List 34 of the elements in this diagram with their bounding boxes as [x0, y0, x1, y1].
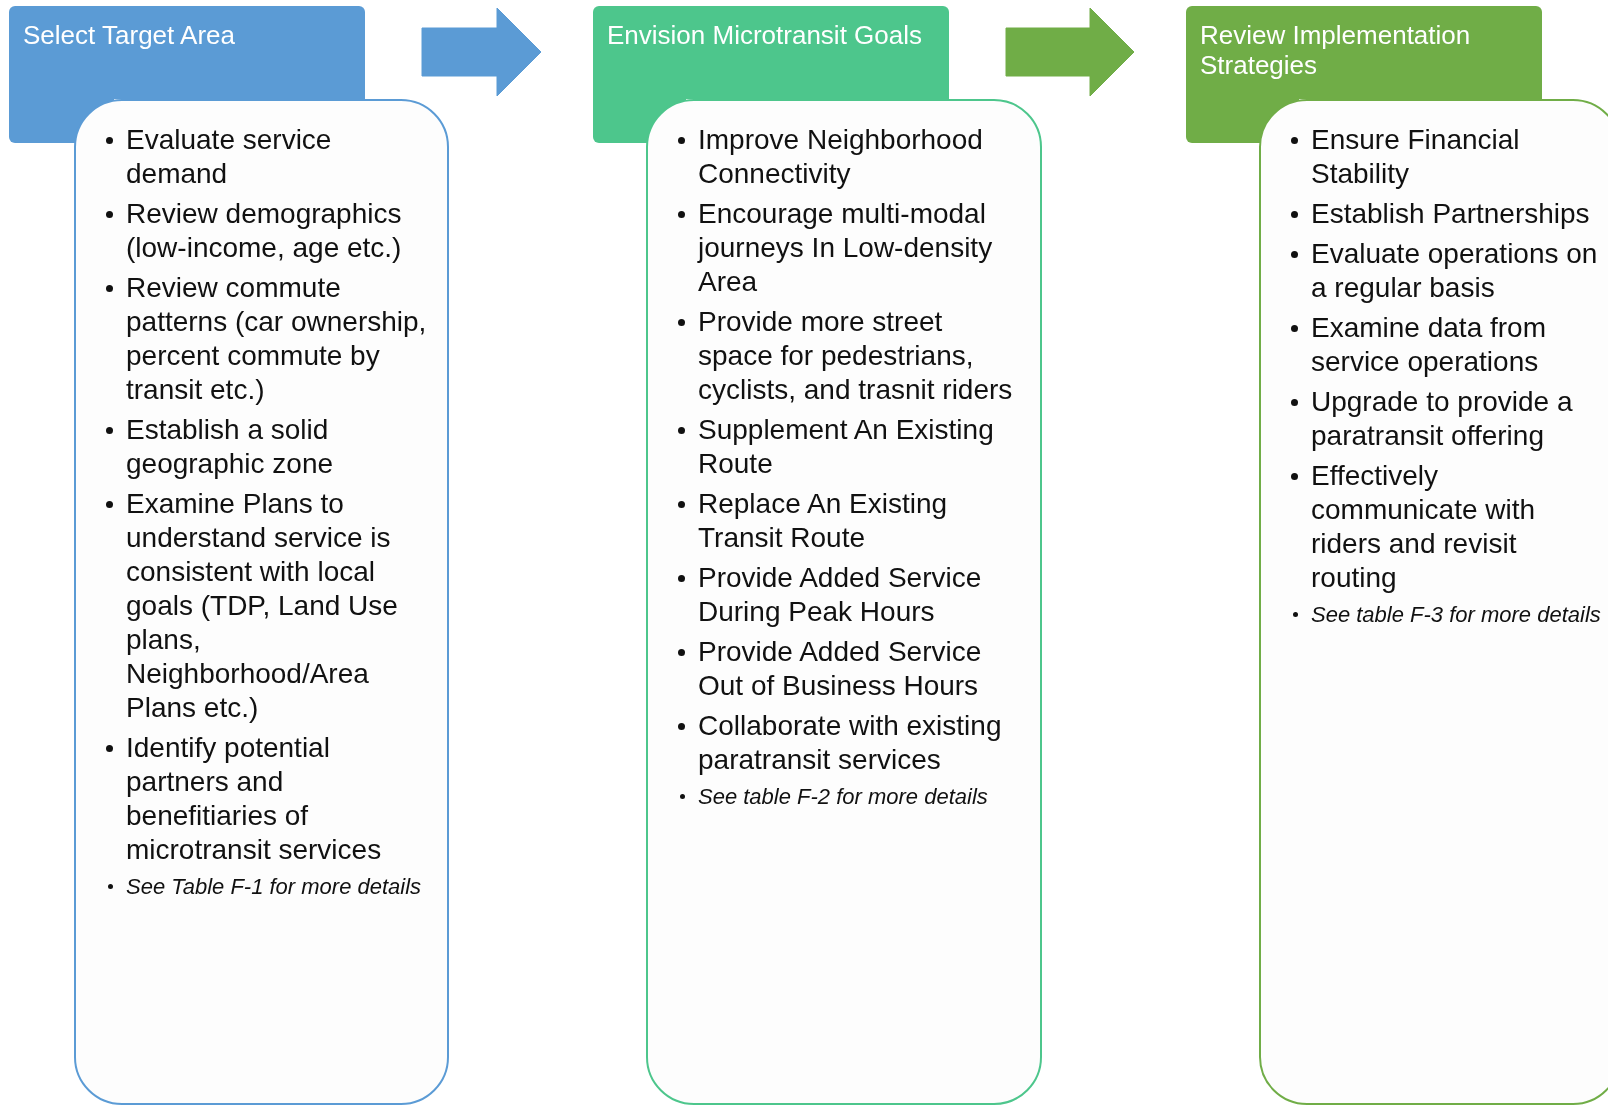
- bullet-text: Encourage multi-modal journeys In Low-density Area: [698, 198, 993, 297]
- bullet-text: Evaluate service demand: [126, 124, 332, 189]
- bullet-text: Ensure Financial Stability: [1311, 124, 1520, 189]
- header-title: Envision Microtransit Goals: [607, 20, 923, 50]
- bullet-text: Review commute patterns (car ownership, percent commute by transit etc.): [126, 272, 427, 405]
- bullet-text: Examine Plans to understand service is consistent with local goals (TDP, Land Use plans, Neighborhood/Area Plans etc.): [126, 488, 398, 723]
- step-header: [593, 6, 949, 99]
- bullet-text: Provide Added Service Out of Business Hours: [698, 636, 982, 701]
- bullet-text: Provide Added Service During Peak Hours: [698, 562, 982, 627]
- bullet-text: Replace An Existing Transit Route: [698, 488, 948, 553]
- list-card: [646, 99, 1042, 1105]
- bullet-text: Establish a solid geographic zone: [126, 414, 334, 479]
- list-card: [1259, 99, 1608, 1105]
- bullet-text: Supplement An Existing Route: [698, 414, 994, 479]
- header-title: Select Target Area: [23, 20, 236, 50]
- note-text: See table F-2 for more details: [698, 784, 988, 809]
- block-arrow: [1005, 7, 1135, 97]
- step-header: [9, 6, 365, 99]
- bullet-text: Provide more street space for pedestrians, cyclists, and trasnit riders: [698, 306, 1013, 405]
- bullet-text: Identify potential partners and benefitiaries of microtransit services: [126, 732, 382, 865]
- note-text: See table F-3 for more details: [1311, 602, 1601, 627]
- block-arrow: [421, 7, 542, 97]
- bullet-text: Improve Neighborhood Connectivity: [698, 124, 983, 189]
- step-header: [1186, 6, 1542, 99]
- list-card: [74, 99, 449, 1105]
- bullet-text: Evaluate operations on a regular basis: [1311, 238, 1598, 303]
- bullet-text: Establish Partnerships: [1311, 198, 1590, 229]
- bullet-text: Effectively communicate with riders and revisit routing: [1311, 460, 1536, 593]
- bullet-text: Collaborate with existing paratransit services: [698, 710, 1002, 775]
- note-text: See Table F-1 for more details: [126, 874, 422, 899]
- bullet-text: Review demographics (low-income, age etc.): [126, 198, 402, 263]
- header-title: Review Implementation Strategies: [1200, 20, 1472, 80]
- bullet-text: Examine data from service operations: [1311, 312, 1546, 377]
- bullet-text: Upgrade to provide a paratransit offering: [1311, 386, 1573, 451]
